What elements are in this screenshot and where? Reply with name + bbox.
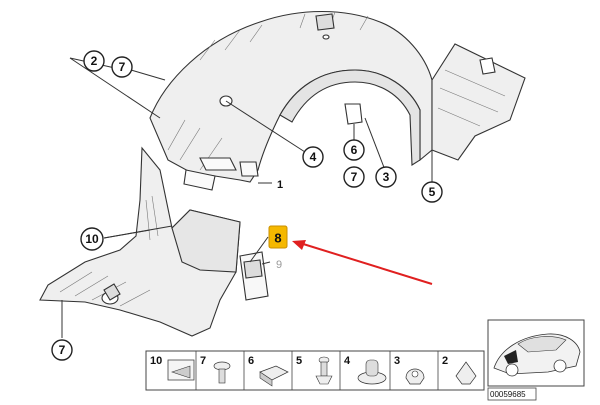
callout-7-top: 7 xyxy=(111,56,133,78)
svg-text:6: 6 xyxy=(248,355,254,367)
wheel-arch-liner-upper xyxy=(149,10,433,191)
svg-text:5: 5 xyxy=(296,355,302,367)
svg-text:2: 2 xyxy=(91,54,98,68)
callout-5: 5 xyxy=(421,181,443,203)
legend-item-6: 6 xyxy=(248,355,289,387)
legend-item-10: 10 xyxy=(150,355,195,381)
callout-2: 2 xyxy=(83,50,105,72)
svg-text:1: 1 xyxy=(277,179,283,191)
svg-text:4: 4 xyxy=(310,150,317,164)
callout-4: 4 xyxy=(302,146,324,168)
legend-item-3: 3 xyxy=(394,355,425,385)
fastener-legend: 10 7 6 5 4 xyxy=(145,350,485,391)
leader-lines xyxy=(61,57,433,338)
wheel-arch-liner-lower xyxy=(39,146,269,337)
reference-code: 00059685 xyxy=(490,390,526,399)
svg-text:4: 4 xyxy=(344,355,351,367)
rear-liner-section xyxy=(431,43,526,161)
svg-text:9: 9 xyxy=(276,259,282,271)
callout-7-mid: 7 xyxy=(343,166,365,188)
svg-text:10: 10 xyxy=(85,232,99,246)
label-1: 1 xyxy=(277,179,283,191)
svg-text:10: 10 xyxy=(150,355,162,367)
callout-3: 3 xyxy=(375,166,397,188)
svg-text:2: 2 xyxy=(442,355,448,367)
label-9: 9 xyxy=(276,259,282,271)
svg-text:7: 7 xyxy=(200,355,206,367)
svg-text:5: 5 xyxy=(429,185,436,199)
svg-text:6: 6 xyxy=(351,143,358,157)
legend-item-5: 5 xyxy=(296,355,333,385)
red-pointer-arrow xyxy=(292,240,433,285)
svg-text:3: 3 xyxy=(383,170,390,184)
legend-item-2: 2 xyxy=(442,355,477,385)
svg-text:7: 7 xyxy=(119,60,126,74)
callout-6: 6 xyxy=(343,139,365,161)
svg-text:7: 7 xyxy=(351,170,358,184)
legend-item-7: 7 xyxy=(200,355,231,384)
callout-10: 10 xyxy=(80,227,104,251)
svg-text:7: 7 xyxy=(59,343,66,357)
callout-8-highlighted: 8 xyxy=(268,225,288,249)
callout-7-bottom: 7 xyxy=(51,339,73,361)
svg-text:3: 3 xyxy=(394,355,400,367)
vehicle-locator-thumbnail: 00059685 xyxy=(487,319,585,401)
svg-text:8: 8 xyxy=(274,231,281,246)
legend-item-4: 4 xyxy=(344,355,387,385)
